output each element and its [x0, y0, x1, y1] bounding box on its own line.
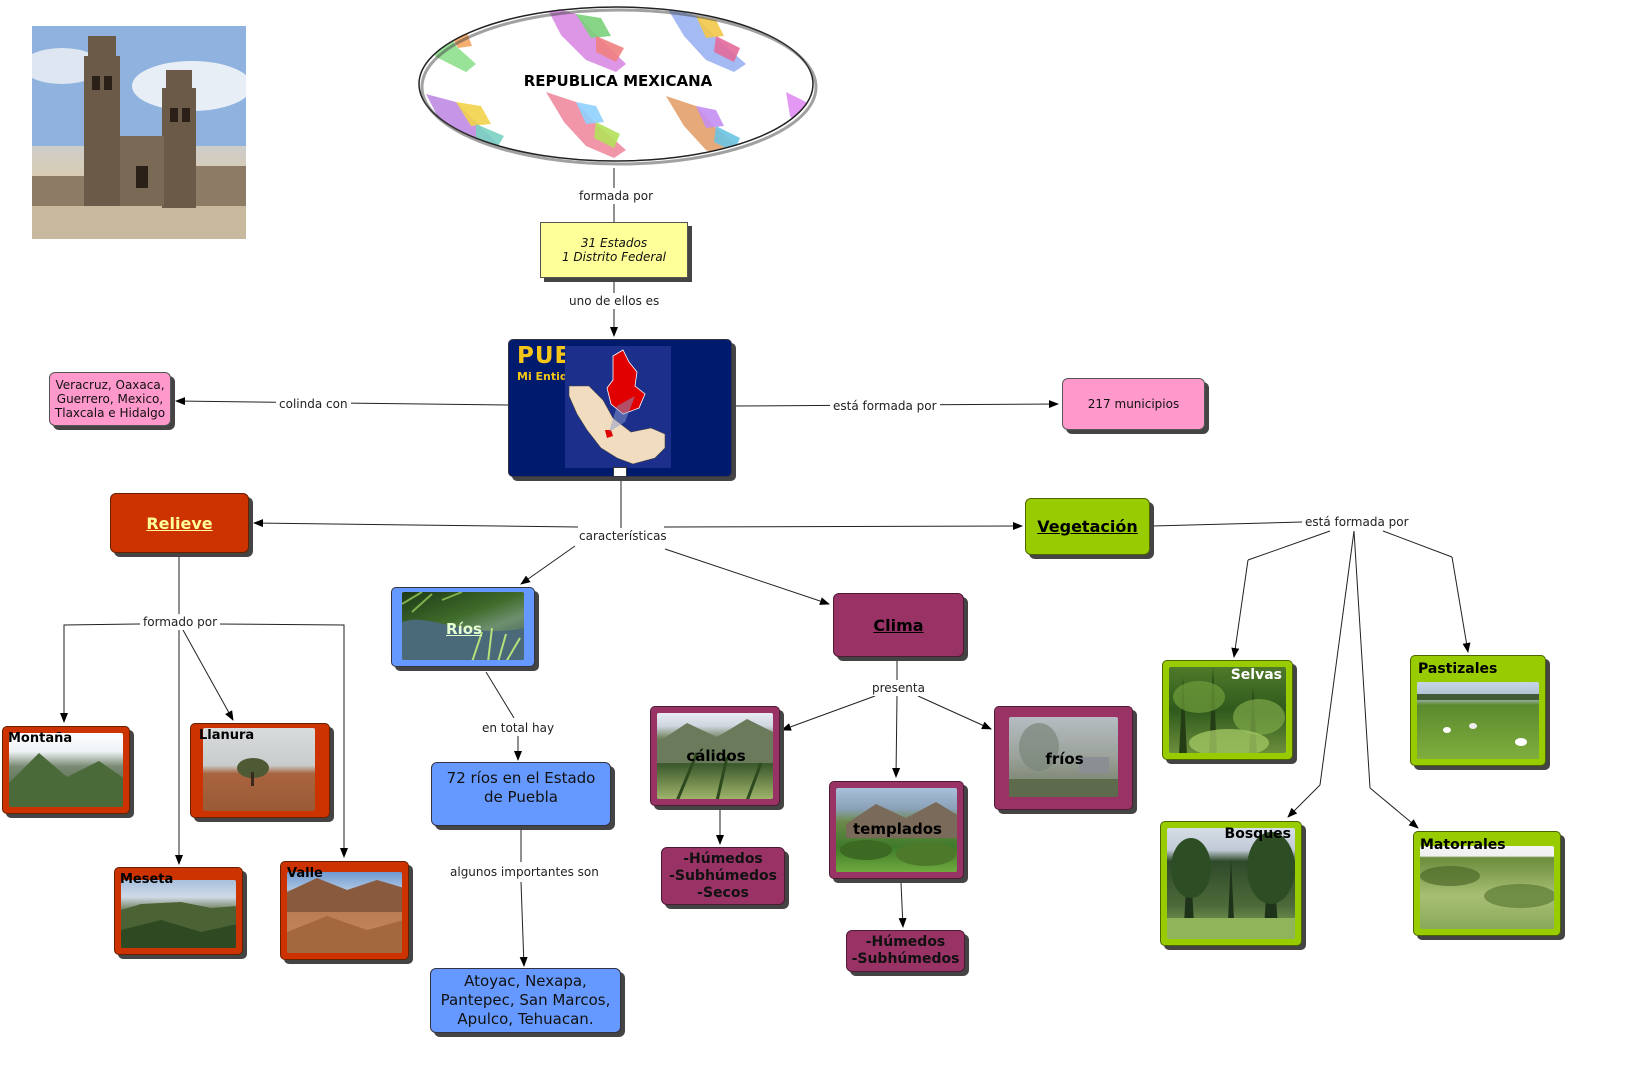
neighbors-line-3: Tlaxcala e Hidalgo — [54, 406, 166, 420]
llanura-label: Llanura — [199, 728, 255, 743]
republica-mexicana-label: REPUBLICA MEXICANA — [523, 72, 713, 90]
cathedral-photo — [32, 26, 246, 239]
llanura-photo — [203, 728, 315, 811]
meseta-label: Meseta — [120, 872, 174, 887]
link-caracteristicas: características — [576, 528, 670, 544]
document-icon[interactable] — [613, 467, 627, 476]
link-esta-formada-por-municipios: está formada por — [830, 398, 940, 414]
clima-node[interactable]: Clima — [833, 593, 964, 657]
templados-subtypes-node[interactable]: -Húmedos -Subhúmedos — [846, 930, 965, 972]
frios-photo — [1009, 717, 1118, 797]
rios-list-line-1: Atoyac, Nexapa, — [464, 972, 587, 990]
montana-photo — [9, 733, 123, 807]
matorrales-node[interactable]: Matorrales — [1413, 831, 1561, 936]
frios-node[interactable]: fríos — [994, 706, 1133, 810]
rios-total-node[interactable]: 72 ríos en el Estado de Puebla — [431, 762, 611, 826]
estados-node[interactable]: 31 Estados 1 Distrito Federal — [540, 222, 688, 278]
templados-node[interactable]: templados — [829, 781, 964, 879]
relieve-label: Relieve — [146, 513, 213, 533]
calidos-photo — [657, 713, 773, 799]
pastizales-label: Pastizales — [1418, 661, 1498, 677]
rios-label: Ríos — [446, 620, 482, 638]
link-formada-por: formada por — [576, 188, 657, 204]
pastizales-photo — [1417, 682, 1539, 759]
templados-label: templados — [853, 820, 942, 838]
republica-mexicana-node[interactable]: REPUBLICA MEXICANA — [416, 6, 820, 166]
bosques-label: Bosques — [1224, 826, 1291, 842]
bosques-photo — [1167, 828, 1295, 939]
calidos-subtypes-node[interactable]: -Húmedos -Subhúmedos -Secos — [661, 847, 785, 905]
municipios-node[interactable]: 217 municipios — [1062, 378, 1205, 430]
montana-label: Montaña — [8, 731, 73, 746]
link-uno-de-ellos: uno de ellos es — [566, 293, 663, 309]
puebla-node[interactable]: PUEBLA Mi Entidad — [508, 339, 732, 477]
neighbors-line-2: Guerrero, Mexico, — [56, 392, 164, 406]
vegetacion-label: Vegetación — [1037, 517, 1138, 536]
estados-line-2: 1 Distrito Federal — [561, 250, 666, 264]
calidos-label: cálidos — [686, 747, 746, 765]
neighbors-line-1: Veracruz, Oaxaca, — [55, 378, 165, 392]
selvas-label: Selvas — [1230, 667, 1282, 683]
vegetacion-node[interactable]: Vegetación — [1025, 498, 1150, 555]
neighbors-node[interactable]: Veracruz, Oaxaca, Guerrero, Mexico, Tlax… — [49, 372, 171, 426]
link-presenta: presenta — [869, 680, 928, 696]
link-formado-por: formado por — [140, 614, 220, 630]
link-colinda-con: colinda con — [276, 396, 351, 412]
clima-label: Clima — [873, 615, 924, 635]
rios-list-line-2: Pantepec, San Marcos, — [440, 991, 611, 1009]
meseta-photo — [121, 880, 236, 948]
link-esta-formada-por-vegetacion: está formada por — [1302, 514, 1412, 530]
relieve-node[interactable]: Relieve — [110, 493, 249, 553]
selvas-photo — [1169, 667, 1286, 753]
matorrales-label: Matorrales — [1420, 837, 1506, 853]
rios-list-node[interactable]: Atoyac, Nexapa, Pantepec, San Marcos, Ap… — [430, 968, 621, 1033]
pastizales-node[interactable]: Pastizales — [1410, 655, 1546, 766]
calidos-sub-1: -Húmedos — [683, 850, 763, 867]
frios-label: fríos — [1045, 750, 1084, 768]
templados-photo — [836, 788, 957, 872]
rios-photo — [402, 592, 524, 660]
rios-node[interactable]: Ríos — [391, 587, 535, 667]
selvas-node[interactable]: Selvas — [1162, 660, 1293, 760]
mexico-map-pattern — [418, 6, 818, 166]
templados-sub-1: -Húmedos — [865, 934, 946, 950]
valle-photo — [287, 872, 402, 953]
matorrales-photo — [1420, 846, 1554, 929]
link-algunos-importantes: algunos importantes son — [447, 864, 602, 880]
templados-sub-2: -Subhúmedos — [851, 951, 960, 967]
llanura-node[interactable]: Llanura — [190, 723, 330, 818]
meseta-node[interactable]: Meseta — [114, 867, 243, 955]
valle-label: Valle — [287, 866, 323, 881]
montana-node[interactable]: Montaña — [2, 726, 130, 814]
calidos-sub-2: -Subhúmedos — [669, 867, 777, 884]
rios-total-line-1: 72 ríos en el Estado — [446, 769, 596, 787]
bosques-node[interactable]: Bosques — [1160, 821, 1302, 946]
estados-line-1: 31 Estados — [580, 236, 648, 250]
calidos-node[interactable]: cálidos — [650, 706, 780, 806]
valle-node[interactable]: Valle — [280, 861, 409, 960]
link-en-total-hay: en total hay — [479, 720, 558, 736]
calidos-sub-3: -Secos — [697, 884, 749, 901]
municipios-label: 217 municipios — [1087, 397, 1180, 411]
rios-list-line-3: Apulco, Tehuacan. — [457, 1010, 594, 1028]
rios-total-line-2: de Puebla — [484, 788, 558, 806]
puebla-map-icon — [565, 346, 671, 468]
